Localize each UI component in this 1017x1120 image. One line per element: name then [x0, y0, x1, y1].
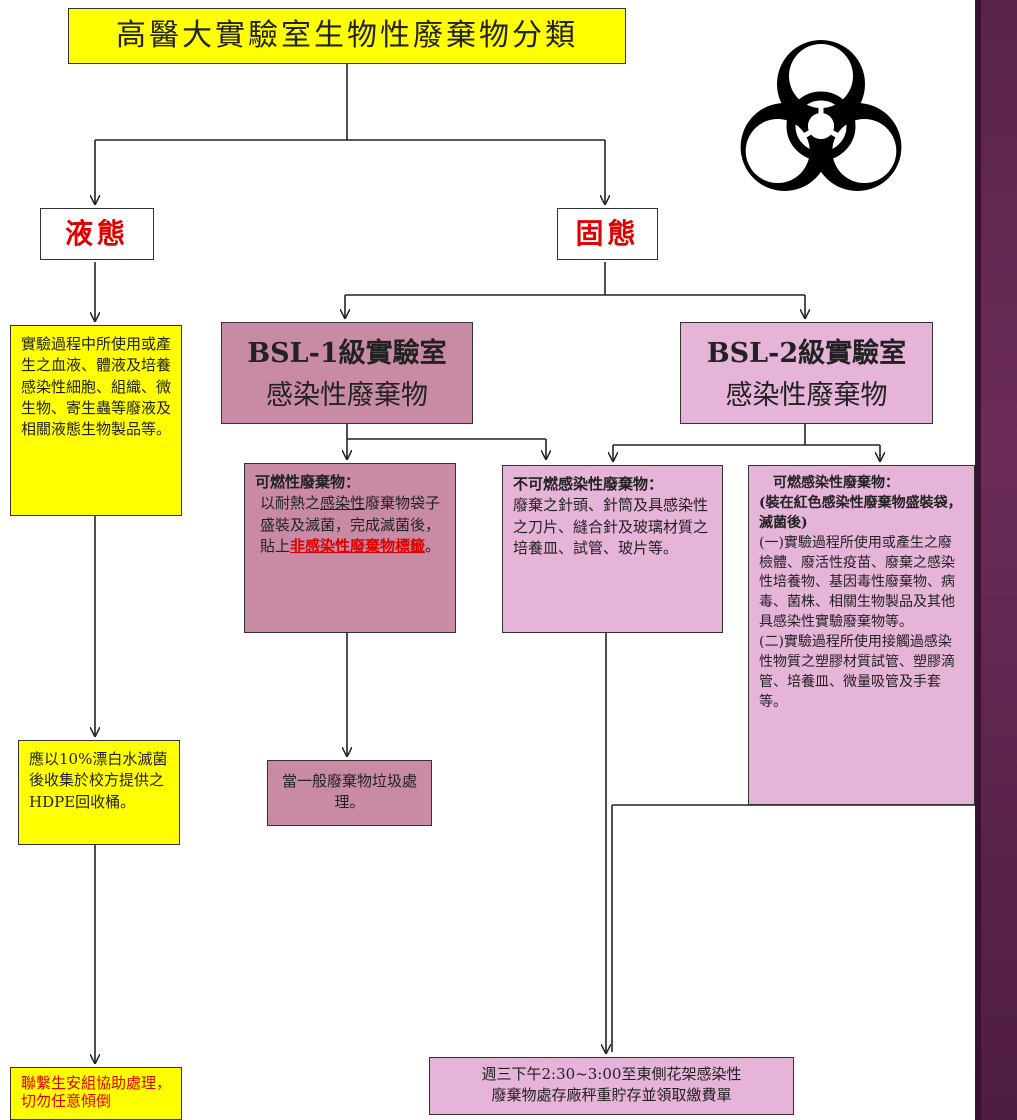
infectious-emphasis: 感染性	[319, 494, 365, 513]
liquid-state-label: 液態	[40, 208, 154, 260]
collection-line-2: 廢棄物處存廠秤重貯存並領取繳費單	[491, 1086, 732, 1105]
noncombustible-waste: 不可燃感染性廢棄物： 廢棄之針頭、針筒及具感染性之刀片、縫合針及玻璃材質之培養皿…	[502, 465, 723, 633]
biohazard-icon	[740, 40, 902, 191]
bsl1-category: BSL-1級實驗室 感染性廢棄物	[221, 322, 473, 424]
noncombustible-heading: 不可燃感染性廢棄物：	[513, 475, 664, 493]
combustible-waste-bsl1: 可燃性廢棄物： 以耐熱之感染性廢棄物袋子盛裝及滅菌，完成滅菌後，貼上非感染性廢棄…	[244, 463, 456, 633]
bsl2-category: BSL-2級實驗室 感染性廢棄物	[680, 322, 933, 424]
page-title: 高醫大實驗室生物性廢棄物分類	[68, 8, 626, 64]
bsl1-title: BSL-1級實驗室	[247, 338, 447, 369]
general-waste-box: 當一般廢棄物垃圾處理。	[267, 760, 432, 826]
liquid-description: 實驗過程中所使用或產生之血液、體液及培養感染性細胞、組織、微生物、寄生蟲等廢液及…	[10, 325, 182, 516]
collection-instructions: 週三下午2:30~3:00至東側花架感染性 廢棄物處存廠秤重貯存並領取繳費單	[429, 1057, 794, 1115]
liquid-treatment: 應以10%漂白水滅菌後收集於校方提供之HDPE回收桶。	[18, 740, 180, 845]
combustible-infectious-bsl2: 可燃感染性廢棄物： (裝在紅色感染性廢棄物盛裝袋，滅菌後) (一)實驗過程所使用…	[748, 465, 975, 805]
combustible-bsl1-heading: 可燃性廢棄物：	[255, 473, 361, 491]
bsl2-title: BSL-2級實驗室	[706, 338, 907, 369]
non-infectious-label-emphasis: 非感染性廢棄物標籤	[289, 536, 425, 555]
combustible-bsl2-item1: (一)實驗過程所使用或產生之廢檢體、廢活性疫苗、廢棄之感染性培養物、基因毒性廢棄…	[759, 534, 955, 631]
liquid-contact-note: 聯繫生安組協助處理，切勿任意傾倒	[10, 1067, 182, 1120]
combustible-bsl2-heading: 可燃感染性廢棄物：	[773, 475, 899, 491]
combustible-bsl1-body: 以耐熱之感染性廢棄物袋子盛裝及滅菌，完成滅菌後，貼上非感染性廢棄物標籤。	[259, 494, 441, 555]
noncombustible-body: 廢棄之針頭、針筒及具感染性之刀片、縫合針及玻璃材質之培養皿、試管、玻片等。	[513, 496, 709, 557]
bsl1-subtitle: 感染性廢棄物	[266, 379, 428, 411]
combustible-bsl2-subheading: (裝在紅色感染性廢棄物盛裝袋，滅菌後)	[759, 494, 962, 531]
solid-state-label: 固態	[557, 208, 658, 260]
combustible-bsl2-item2: (二)實驗過程所使用接觸過感染性物質之塑膠材質試管、塑膠滴管、培養皿、微量吸管及…	[759, 634, 955, 710]
flow-connectors	[0, 64, 975, 1120]
decorative-sidebar	[975, 0, 1017, 1120]
bsl2-subtitle: 感染性廢棄物	[725, 379, 888, 411]
collection-line-1: 週三下午2:30~3:00至東側花架感染性	[481, 1065, 742, 1083]
